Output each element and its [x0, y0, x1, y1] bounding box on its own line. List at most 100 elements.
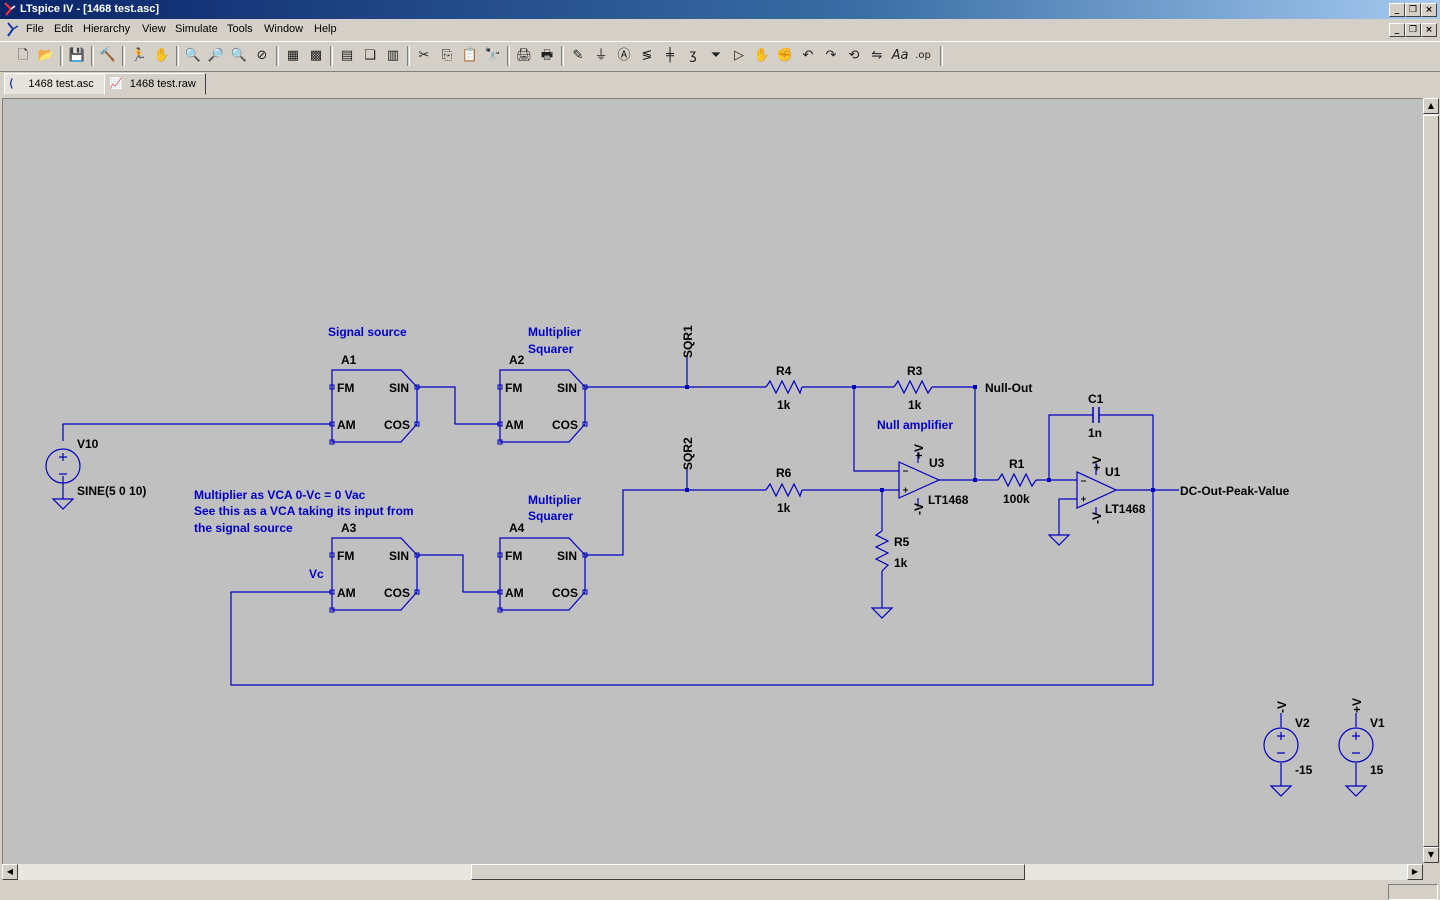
value-v2: -15 [1295, 763, 1313, 777]
zoom-out-icon[interactable]: 🔍 [230, 48, 248, 63]
ground-icon[interactable]: ⏚ [594, 48, 608, 63]
window-title: LTspice IV - [1468 test.asc] [20, 3, 159, 15]
value-r5: 1k [894, 556, 908, 570]
scroll-left-button[interactable]: ◀ [2, 864, 18, 880]
run-icon[interactable]: 🏃 [130, 48, 148, 63]
menu-file[interactable]: File [26, 23, 44, 35]
find-icon[interactable]: 🔭 [484, 48, 502, 63]
horizontal-scrollbar[interactable]: ◀ ▶ [2, 864, 1423, 880]
modulator-block-a3[interactable] [331, 537, 418, 611]
pin-label-cos: COS [384, 418, 410, 432]
ref-r4: R4 [776, 364, 792, 378]
opamp-u3[interactable] [898, 461, 941, 499]
net-label-dc-out[interactable]: DC-Out-Peak-Value [1180, 484, 1290, 498]
annotation-vca-line2[interactable]: See this as a VCA taking its input from [194, 504, 414, 518]
menu-help[interactable]: Help [314, 23, 337, 35]
rotate-icon[interactable]: ⟲ [848, 48, 860, 63]
undo-icon[interactable]: ↶ [802, 48, 814, 63]
annotation-signal-source[interactable]: Signal source [328, 325, 407, 339]
open-icon[interactable]: 📂 [37, 48, 55, 63]
vertical-scrollbar[interactable]: ▲ ▼ [1423, 98, 1439, 863]
net-label-null-out[interactable]: Null-Out [985, 381, 1032, 395]
diode-icon[interactable]: ⏷ [710, 48, 722, 63]
text-icon[interactable]: Aa [891, 48, 909, 63]
annotation-vc[interactable]: Vc [309, 567, 324, 581]
paste-icon[interactable]: 📋 [461, 48, 479, 63]
annotation-vca-line1[interactable]: Multiplier as VCA 0-Vc = 0 Vac [194, 488, 366, 502]
print-setup-icon[interactable]: 🖨 [515, 48, 533, 63]
pin-markers [329, 384, 588, 613]
scroll-right-button[interactable]: ▶ [1407, 864, 1423, 880]
autoscale-icon[interactable]: ▦ [286, 48, 300, 63]
close-button[interactable]: × [1421, 3, 1437, 17]
pin-label-am: AM [505, 586, 524, 600]
resistor-r6[interactable] [765, 482, 803, 498]
restore-button[interactable]: ❐ [1405, 3, 1421, 17]
halt-icon[interactable]: ✋ [153, 48, 171, 63]
menu-tools[interactable]: Tools [227, 23, 253, 35]
draw-wire-icon[interactable]: ✎ [572, 48, 584, 63]
menu-simulate[interactable]: Simulate [175, 23, 218, 35]
resistor-r5[interactable] [874, 530, 890, 572]
new-schematic-icon[interactable]: 🗋 [17, 48, 29, 63]
vertical-scroll-thumb[interactable] [1423, 115, 1439, 847]
spice-directive-icon[interactable]: .op [915, 50, 931, 61]
net-label-sqr2[interactable]: SQR2 [681, 437, 695, 470]
mirror-icon[interactable]: ⇋ [871, 48, 883, 63]
component-icon[interactable]: ▷ [734, 48, 744, 63]
capacitor-c1[interactable] [1092, 407, 1100, 423]
component-labels: A1 A2 A3 A4 FM AM SIN COS FM AM SIN COS … [77, 325, 1385, 777]
doc-restore-button[interactable]: ❐ [1405, 23, 1421, 37]
control-panel-icon[interactable]: 🔨 [99, 48, 117, 63]
capacitor-icon[interactable]: ╪ [666, 48, 674, 63]
annotation-multiplier[interactable]: Multiplier [528, 493, 582, 507]
zoom-cancel-icon[interactable]: ⊘ [256, 48, 268, 63]
annotation-multiplier[interactable]: Multiplier [528, 325, 582, 339]
annotation-squarer[interactable]: Squarer [528, 509, 574, 523]
tab-waveform[interactable]: 📈 1468 test.raw [104, 73, 206, 95]
menu-view[interactable]: View [142, 23, 166, 35]
inductor-icon[interactable]: ʒ [689, 48, 697, 63]
menu-hierarchy[interactable]: Hierarchy [83, 23, 131, 35]
scroll-down-button[interactable]: ▼ [1423, 847, 1439, 863]
print-icon[interactable]: 🖶 [540, 48, 554, 63]
annotation-vca-line3[interactable]: the signal source [194, 521, 293, 535]
modulator-block-a1[interactable] [331, 369, 418, 443]
modulator-block-a4[interactable] [499, 537, 586, 611]
ltspice-doc-icon [7, 22, 19, 37]
zoom-in-icon[interactable]: 🔍 [184, 48, 202, 63]
cut-icon[interactable]: ✂ [418, 48, 430, 63]
label-net-icon[interactable]: Ⓐ [617, 48, 631, 63]
annotation-null-amplifier[interactable]: Null amplifier [877, 418, 953, 432]
doc-close-button[interactable]: × [1421, 23, 1437, 37]
horizontal-scroll-thumb[interactable] [471, 864, 1025, 880]
tile-horizontal-icon[interactable]: ▤ [340, 48, 354, 63]
doc-minimize-button[interactable]: _ [1389, 23, 1405, 37]
resistor-r1[interactable] [997, 472, 1037, 488]
schematic-canvas[interactable]: Signal source Multiplier Squarer Multipl… [2, 98, 1423, 864]
menu-edit[interactable]: Edit [54, 23, 73, 35]
annotation-squarer[interactable]: Squarer [528, 342, 574, 356]
resistor-r3[interactable] [893, 379, 933, 395]
pan-icon[interactable]: 🔎 [207, 48, 225, 63]
grid-icon[interactable]: ▩ [309, 48, 323, 63]
voltage-source-v2[interactable] [1263, 727, 1299, 763]
copy-icon[interactable]: ⎘ [441, 48, 453, 63]
save-icon[interactable]: 💾 [68, 48, 86, 63]
menu-window[interactable]: Window [264, 23, 304, 35]
scroll-up-button[interactable]: ▲ [1423, 98, 1439, 114]
move-icon[interactable]: ✋ [753, 48, 771, 63]
net-label-sqr1[interactable]: SQR1 [681, 325, 695, 358]
modulator-block-a2[interactable] [499, 369, 586, 443]
tile-vertical-icon[interactable]: ▥ [386, 48, 400, 63]
minimize-button[interactable]: _ [1389, 3, 1405, 17]
redo-icon[interactable]: ↷ [825, 48, 837, 63]
tab-schematic[interactable]: ⟨ 1468 test.asc [4, 73, 108, 95]
voltage-source-v1[interactable] [1338, 727, 1374, 763]
drag-icon[interactable]: ✊ [776, 48, 794, 63]
opamp-u1[interactable] [1076, 471, 1118, 509]
resistor-r4[interactable] [765, 379, 803, 395]
cascade-icon[interactable]: ❏ [364, 48, 376, 63]
voltage-source-v10[interactable] [45, 448, 81, 484]
resistor-icon[interactable]: ≶ [641, 48, 653, 63]
